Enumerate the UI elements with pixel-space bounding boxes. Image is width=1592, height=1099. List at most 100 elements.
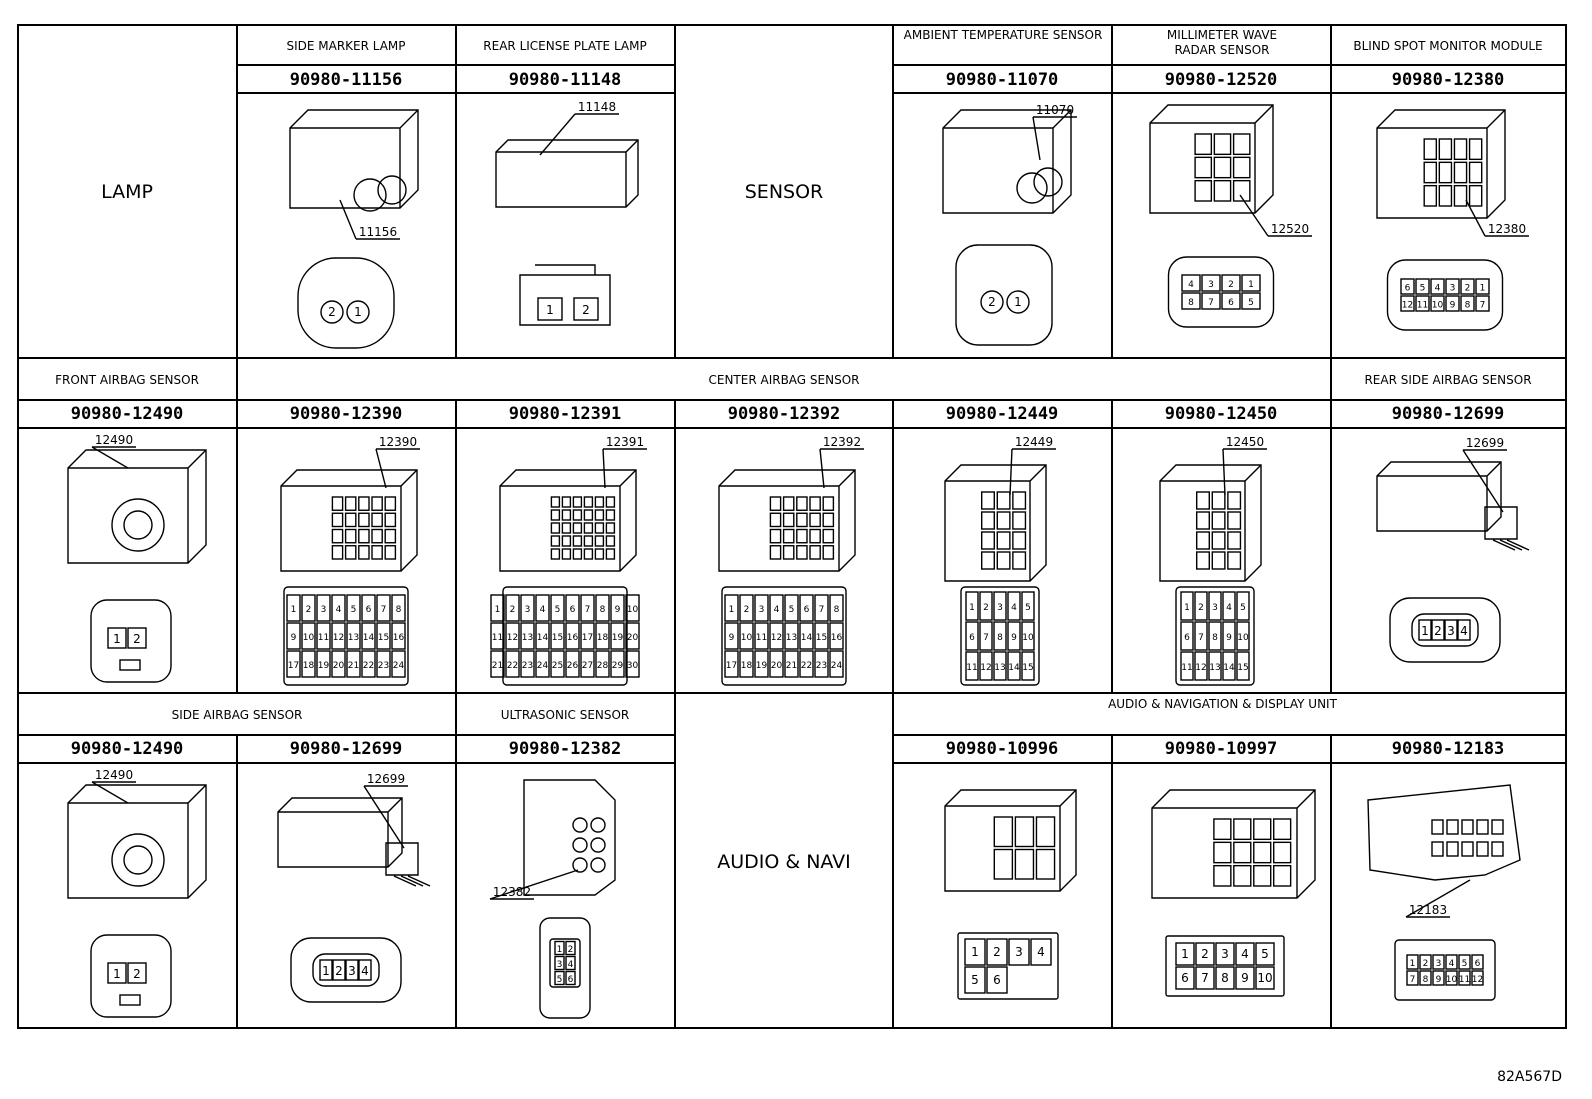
connector-body: [944, 789, 1077, 892]
pin-number: 1: [354, 305, 362, 319]
pin-number: 2: [1465, 284, 1471, 294]
pin-cavity: [520, 594, 535, 622]
latch-tab: [119, 659, 141, 671]
pin-number: 17: [726, 661, 737, 671]
pin-cavity: [809, 545, 821, 560]
connector-body: [1367, 784, 1521, 881]
pin-cavity: [1236, 651, 1250, 681]
pin-number: 12: [1402, 301, 1413, 311]
pin-cavity: [331, 528, 344, 544]
pin-cavity: [1007, 651, 1021, 681]
pin-cavity: [1423, 161, 1438, 184]
connector-body-edge: [1150, 104, 1274, 213]
pin-cavity: [344, 496, 357, 511]
pin-cavity: [981, 531, 995, 550]
pin-cavity: [583, 496, 594, 508]
pin-number: 11: [492, 633, 503, 643]
pin-cavity: [1180, 621, 1194, 651]
pin-number: 13: [1209, 663, 1220, 673]
pin-number: 3: [997, 603, 1003, 613]
connector-body-edge: [496, 139, 639, 207]
connector-body-edge: [278, 797, 403, 867]
pin-cavity: [1475, 278, 1490, 295]
pin-cavity: [1035, 816, 1056, 848]
pin-cavity: [331, 496, 344, 511]
pin-cavity: [1438, 138, 1453, 161]
pin-number: 9: [1436, 975, 1442, 985]
pin-cavity: [1035, 848, 1056, 880]
pin-number: 1: [1248, 280, 1254, 290]
pin-number: 2: [1228, 280, 1234, 290]
pin-cavity: [1400, 278, 1415, 295]
pin-cavity: [391, 594, 406, 622]
leader-line: [539, 113, 576, 156]
pin-cavity: [554, 940, 565, 956]
connector-body: [942, 109, 1072, 214]
pin-cavity: [1195, 966, 1215, 990]
pin-cavity: [965, 651, 979, 681]
pin-cavity: [561, 509, 572, 521]
connector-face-outline: [1386, 259, 1504, 331]
pin-cavity: [1181, 292, 1201, 310]
pin-cavity: [979, 651, 993, 681]
pin-cavity: [391, 622, 406, 650]
pin-number: 15: [816, 633, 827, 643]
pin-number: 1: [1184, 603, 1190, 613]
pin-number: 25: [552, 661, 563, 671]
pin-cavity: [799, 594, 814, 622]
pin-number: 6: [969, 633, 975, 643]
pin-cavity: [1221, 292, 1241, 310]
pin-cavity: [1453, 138, 1468, 161]
pin-number: 10: [303, 633, 315, 643]
connector-wires: [385, 842, 431, 887]
pin-number: 9: [291, 633, 297, 643]
pin-cavity: [1418, 619, 1432, 641]
pin-cavity: [754, 594, 769, 622]
pin-cavity: [344, 528, 357, 544]
pin-number: 4: [361, 964, 369, 978]
leader-line: [1462, 449, 1504, 513]
pin-number: 21: [786, 661, 797, 671]
part-number: 90980-10996: [946, 739, 1059, 759]
pin-number: 17: [582, 633, 593, 643]
pin-cavity: [1012, 531, 1027, 550]
pin-number: 24: [537, 661, 549, 671]
pin-cavity: [754, 622, 769, 650]
grid-lines: [17, 24, 1567, 1029]
connector-face-outline: [955, 244, 1053, 346]
pin-cavity: [1215, 942, 1235, 966]
pin-cavity: [1201, 292, 1221, 310]
pin-cavity: [550, 496, 561, 508]
leader-line: [91, 446, 129, 469]
pin-cavity: [1273, 864, 1292, 887]
connector-body-edge: [945, 789, 1077, 891]
pin-number: 18: [303, 661, 315, 671]
pin-number: 28: [597, 661, 609, 671]
pin-cavity: [796, 512, 808, 528]
connector-body: [523, 779, 616, 896]
pin-number: 10: [627, 605, 639, 615]
pin-cavity: [1211, 491, 1226, 510]
pin-cavity: [595, 622, 610, 650]
pin-cavity: [580, 622, 595, 650]
connector-body: [718, 469, 856, 572]
pin-cavity: [1460, 278, 1475, 295]
pin-cavity: [384, 528, 397, 544]
pin-cavity: [1457, 619, 1471, 641]
pin-cavity: [505, 594, 520, 622]
pin-number: 7: [1208, 298, 1214, 308]
leader-line: [602, 448, 606, 489]
pin-cavity: [505, 622, 520, 650]
pin-number: 1: [969, 603, 975, 613]
pin-cavity: [981, 511, 995, 530]
part-tag: 12490: [95, 768, 133, 782]
pin-cavity: [1211, 531, 1226, 550]
pin-cavity: [610, 594, 625, 622]
title-mmwave-box: MILLIMETER WAVE RADAR SENSOR: [1167, 28, 1277, 57]
leader-line: [1405, 879, 1471, 918]
pin-cavity: [822, 528, 835, 544]
pin-cavity: [590, 817, 606, 833]
pin-cavity: [1181, 274, 1201, 292]
pin-number: 3: [348, 964, 356, 978]
part-number: 90980-12490: [71, 404, 184, 424]
